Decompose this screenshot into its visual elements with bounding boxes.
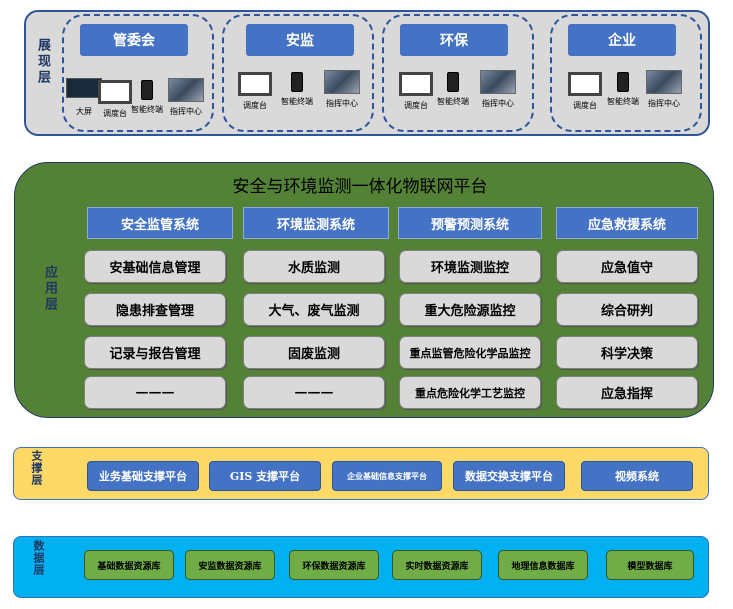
group-enterprise: [550, 14, 702, 132]
application-layer-label: 应用层: [42, 265, 57, 313]
group-environmental-protection: [382, 14, 534, 132]
monitor-icon: [98, 80, 132, 104]
support-platform: 视频系统: [581, 461, 693, 491]
big-screen-icon: [66, 78, 102, 98]
module-cell: 重点监管危险化学品监控: [399, 336, 541, 369]
module-cell: 应急指挥: [556, 376, 698, 409]
module-cell: 环境监测监控: [399, 250, 541, 283]
module-cell: 安基础信息管理: [84, 250, 226, 283]
group-safety-supervision: [222, 14, 374, 132]
data-repository: 环保数据资源库: [289, 550, 379, 580]
device-dispatch-console: 调度台: [568, 72, 602, 111]
module-cell: 水质监测: [243, 250, 385, 283]
phone-icon: [291, 72, 303, 92]
presentation-layer-label: 展现层: [35, 38, 50, 86]
module-cell: ———: [84, 376, 226, 409]
module-cell: 记录与报告管理: [84, 336, 226, 369]
device-command-center: 指挥中心: [480, 70, 516, 109]
phone-icon: [141, 80, 153, 100]
device-command-center: 指挥中心: [324, 70, 360, 109]
data-repository: 实时数据资源库: [392, 550, 482, 580]
command-center-photo: [480, 70, 516, 94]
application-layer: [14, 162, 714, 418]
data-repository: 地理信息数据库: [498, 550, 588, 580]
data-layer-label: 数据层: [32, 540, 45, 576]
system-header: 预警预测系统: [398, 207, 542, 239]
module-cell: 隐患排查管理: [84, 293, 226, 326]
phone-icon: [617, 72, 629, 92]
command-center-photo: [646, 70, 682, 94]
group-title: 安监: [246, 24, 354, 56]
support-platform: 业务基础支撑平台: [87, 461, 199, 491]
data-repository: 安监数据资源库: [185, 550, 275, 580]
device-dispatch-console: 调度台: [98, 80, 132, 119]
device-command-center: 指挥中心: [168, 78, 204, 117]
platform-title: 安全与环境监测一体化物联网平台: [232, 177, 488, 197]
device-big-screen: 大屏: [66, 78, 102, 117]
device-smart-terminal: 智能终端: [131, 80, 163, 115]
module-cell: 应急值守: [556, 250, 698, 283]
module-cell: 重点危险化学工艺监控: [399, 376, 541, 409]
data-repository: 基础数据资源库: [84, 550, 174, 580]
monitor-icon: [568, 72, 602, 96]
monitor-icon: [238, 72, 272, 96]
group-title: 环保: [400, 24, 508, 56]
device-smart-terminal: 智能终端: [281, 72, 313, 107]
device-command-center: 指挥中心: [646, 70, 682, 109]
device-dispatch-console: 调度台: [399, 72, 433, 111]
system-header: 安全监管系统: [87, 207, 233, 239]
device-smart-terminal: 智能终端: [607, 72, 639, 107]
module-cell: ———: [243, 376, 385, 409]
group-management-committee: [62, 14, 214, 132]
phone-icon: [447, 72, 459, 92]
system-header: 应急救援系统: [556, 207, 698, 239]
module-cell: 科学决策: [556, 336, 698, 369]
module-cell: 固废监测: [243, 336, 385, 369]
support-platform: 企业基础信息支撑平台: [332, 461, 442, 491]
support-platform: GIS 支撑平台: [209, 461, 321, 491]
device-dispatch-console: 调度台: [238, 72, 272, 111]
support-layer-label: 支撑层: [30, 450, 43, 486]
module-cell: 综合研判: [556, 293, 698, 326]
group-title: 管委会: [80, 24, 188, 56]
command-center-photo: [168, 78, 204, 102]
system-header: 环境监测系统: [243, 207, 389, 239]
module-cell: 大气、废气监测: [243, 293, 385, 326]
module-cell: 重大危险源监控: [399, 293, 541, 326]
command-center-photo: [324, 70, 360, 94]
support-platform: 数据交换支撑平台: [453, 461, 565, 491]
data-repository: 模型数据库: [606, 550, 694, 580]
monitor-icon: [399, 72, 433, 96]
group-title: 企业: [568, 24, 676, 56]
device-smart-terminal: 智能终端: [437, 72, 469, 107]
